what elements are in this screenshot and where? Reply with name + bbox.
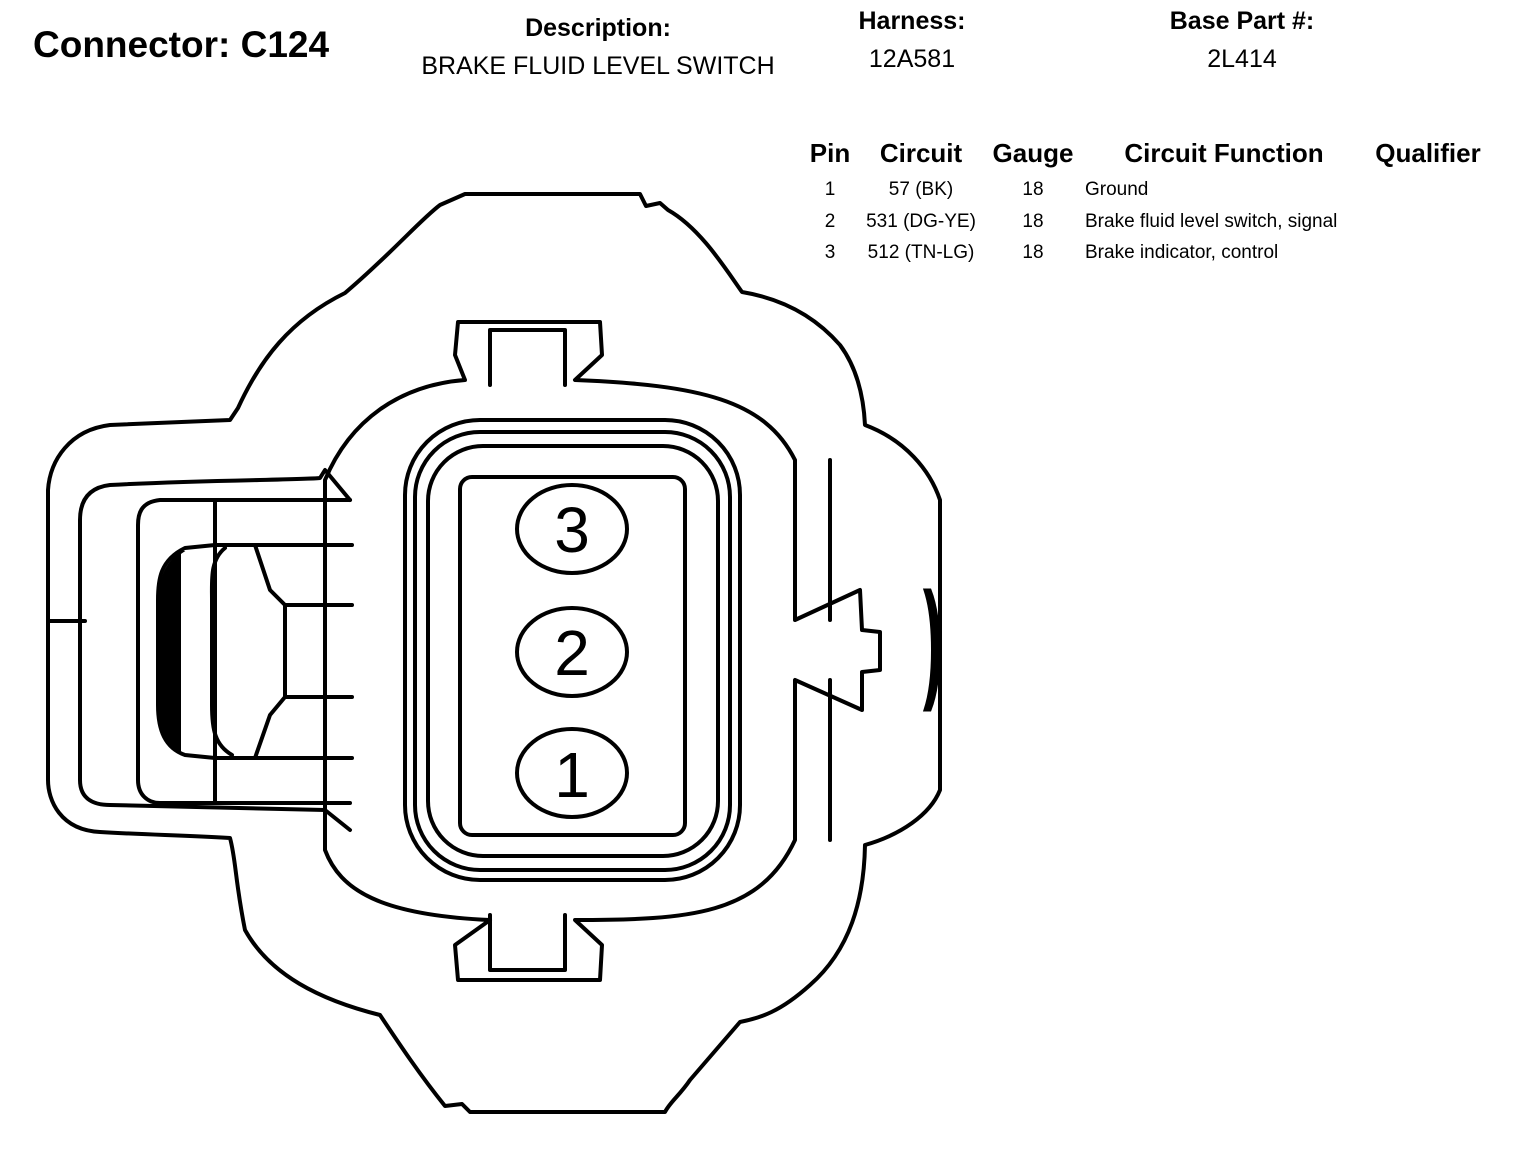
pin-label-1: 1 <box>554 739 590 811</box>
row-function: Brake indicator, control <box>1085 242 1279 263</box>
inner-shroud-key-bottom <box>488 913 567 972</box>
header-gauge: Gauge <box>992 138 1074 168</box>
cavity-ring-inner <box>426 444 720 858</box>
row-pin: 1 <box>824 179 836 200</box>
housing-right-edge <box>922 588 941 712</box>
latch-frame-inner <box>136 498 352 805</box>
latch-tab-bevel <box>213 543 287 760</box>
row-circuit: 512 (TN-LG) <box>867 242 975 263</box>
header-pin: Pin <box>809 138 851 168</box>
latch-tab-bevel-inner <box>209 546 234 757</box>
connector-housing-outline <box>46 192 942 1114</box>
row-pin: 2 <box>824 211 836 232</box>
harness-label: Harness: <box>858 7 966 35</box>
latch-tab-shadow <box>159 551 186 754</box>
cavity-ring-middle <box>413 430 732 872</box>
inner-shroud-key-top <box>488 328 567 387</box>
header-circuit: Circuit <box>879 138 963 168</box>
cavity-ring-outer <box>403 418 742 882</box>
row-pin: 3 <box>824 242 836 263</box>
latch-tab <box>156 543 217 760</box>
inner-shroud-outer <box>323 320 882 982</box>
pin-label-2: 2 <box>554 617 590 689</box>
row-circuit: 57 (BK) <box>888 179 954 200</box>
terminal-block <box>458 475 687 837</box>
pin-cavity-3 <box>515 483 629 575</box>
latch-frame-outer <box>78 468 352 832</box>
harness-value: 12A581 <box>868 45 956 73</box>
row-function: Brake fluid level switch, signal <box>1085 211 1338 232</box>
description-label: Description: <box>525 14 671 42</box>
description-value: BRAKE FLUID LEVEL SWITCH <box>421 52 775 80</box>
row-function: Ground <box>1085 179 1149 200</box>
row-gauge: 18 <box>1022 242 1044 263</box>
header-circuit-function: Circuit Function <box>1124 138 1324 168</box>
pin-cavity-1 <box>515 727 629 819</box>
base-part-label: Base Part #: <box>1169 7 1315 35</box>
connector-title: Connector: C124 <box>33 24 330 65</box>
pin-cavity-2 <box>515 606 629 698</box>
row-circuit: 531 (DG-YE) <box>866 211 976 232</box>
pin-label-3: 3 <box>554 494 590 566</box>
row-gauge: 18 <box>1022 211 1044 232</box>
row-gauge: 18 <box>1022 179 1044 200</box>
base-part-value: 2L414 <box>1207 45 1277 73</box>
header-qualifier: Qualifier <box>1375 138 1481 168</box>
